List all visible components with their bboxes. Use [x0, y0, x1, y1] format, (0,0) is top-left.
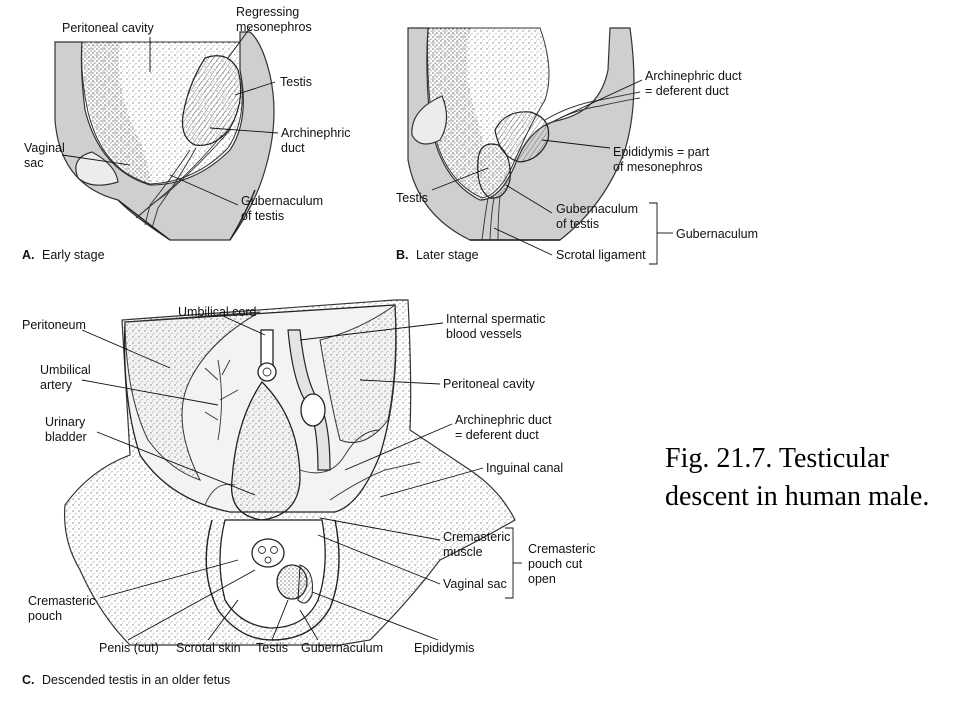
panel-c-caption-text: Descended testis in an older fetus	[42, 673, 230, 687]
label-a-vaginal-sac-2: sac	[24, 156, 43, 170]
panel-c-descended-testis: Umbilical cord Peritoneum Umbilical arte…	[22, 299, 595, 687]
label-c-cremasteric-pouch-cut: Cremasteric	[528, 542, 595, 556]
label-c-cremasteric-pouch-cut-2: pouch cut	[528, 557, 583, 571]
label-c-cremasteric-pouch-cut-3: open	[528, 572, 556, 586]
label-c-testis: Testis	[256, 641, 288, 655]
panel-b-gubernaculum	[481, 197, 489, 241]
label-c-archinephric-duct-2: = deferent duct	[455, 428, 539, 442]
label-c-archinephric-duct: Archinephric duct	[455, 413, 552, 427]
figure-title: Fig. 21.7. Testicular descent in human m…	[665, 443, 930, 512]
panel-c-deferent-duct-left	[204, 483, 236, 506]
panel-c-caption: C. Descended testis in an older fetus	[22, 673, 230, 687]
panel-b-epididymis	[494, 111, 550, 163]
label-c-umbilical-artery: Umbilical	[40, 363, 91, 377]
panel-a-body-wall	[54, 31, 275, 241]
panel-a-vaginal-sac	[75, 151, 119, 186]
label-a-gubernaculum: Gubernaculum	[241, 194, 323, 208]
label-c-peritoneal-cavity: Peritoneal cavity	[443, 377, 535, 391]
label-c-vaginal-sac: Vaginal sac	[443, 577, 507, 591]
panel-b-testis	[477, 143, 511, 199]
label-c-umbilical-cord: Umbilical cord	[178, 305, 257, 319]
label-b-archinephric-duct: Archinephric duct	[645, 69, 742, 83]
panel-c-penis-cut	[251, 538, 285, 568]
panel-c-peritoneal-cavity-region	[319, 304, 397, 443]
label-c-cremasteric-muscle-2: muscle	[443, 545, 483, 559]
label-c-umbilical-artery-2: artery	[40, 378, 73, 392]
label-c-internal-spermatic: Internal spermatic	[446, 312, 545, 326]
label-c-peritoneum: Peritoneum	[22, 318, 86, 332]
label-c-cremasteric-muscle: Cremasteric	[443, 530, 510, 544]
panel-b-caption: B. Later stage	[396, 248, 479, 262]
panel-b-vaginal-bulge	[411, 95, 448, 145]
panel-b-deferent-duct	[544, 91, 641, 121]
label-b-scrotal-ligament: Scrotal ligament	[556, 248, 646, 262]
label-b-gubernaculum-group: Gubernaculum	[676, 227, 758, 241]
panel-a-caption: A. Early stage	[22, 248, 105, 262]
panel-b-wall-shading	[427, 28, 486, 198]
label-b-epididymis: Epididymis = part	[613, 145, 710, 159]
label-c-cremasteric-pouch: Cremasteric	[28, 594, 95, 608]
label-b-epididymis-2: of mesonephros	[613, 160, 703, 174]
label-a-peritoneal-cavity: Peritoneal cavity	[62, 21, 154, 35]
label-c-scrotal-skin: Scrotal skin	[176, 641, 241, 655]
panel-b-caption-letter: B.	[396, 248, 409, 262]
panel-b-gubernaculum-bracket	[649, 202, 658, 265]
panel-c-peritoneum	[124, 311, 261, 481]
panel-b-later-stage: Archinephric duct = deferent duct Epidid…	[396, 27, 758, 265]
panel-c-umbilical-artery	[204, 359, 239, 441]
panel-c-deferent-duct-right	[299, 429, 381, 474]
label-b-testis: Testis	[396, 191, 428, 205]
label-a-vaginal-sac: Vaginal	[24, 141, 65, 155]
label-c-urinary-bladder-2: bladder	[45, 430, 87, 444]
label-b-gubernaculum-of-testis: Gubernaculum	[556, 202, 638, 216]
label-c-urinary-bladder: Urinary	[45, 415, 86, 429]
label-a-gubernaculum-2: of testis	[241, 209, 284, 223]
label-c-internal-spermatic-2: blood vessels	[446, 327, 522, 341]
panel-a-testis-mass	[181, 55, 242, 146]
label-a-archinephric-duct-2: duct	[281, 141, 305, 155]
panel-b-caption-text: Later stage	[416, 248, 479, 262]
label-c-inguinal-canal: Inguinal canal	[486, 461, 563, 475]
panel-c-caption-letter: C.	[22, 673, 35, 687]
label-b-gubernaculum-of-testis-2: of testis	[556, 217, 599, 231]
panel-a-caption-letter: A.	[22, 248, 35, 262]
panel-c-inguinal-canal	[329, 461, 421, 501]
label-a-regressing-mesonephros-2: mesonephros	[236, 20, 312, 34]
label-c-gubernaculum: Gubernaculum	[301, 641, 383, 655]
panel-c-epididymis	[297, 564, 313, 604]
label-c-epididymis: Epididymis	[414, 641, 474, 655]
label-a-testis: Testis	[280, 75, 312, 89]
panel-a-early-stage: Peritoneal cavity Regressing mesonephros…	[22, 5, 350, 262]
panel-a-caption-text: Early stage	[42, 248, 105, 262]
panel-b-body-wall	[407, 27, 635, 241]
label-a-regressing-mesonephros: Regressing	[236, 5, 299, 19]
label-b-archinephric-duct-2: = deferent duct	[645, 84, 729, 98]
panel-a-gubernaculum	[144, 149, 191, 226]
panel-a-wall-shading	[82, 42, 150, 184]
label-c-cremasteric-pouch-2: pouch	[28, 609, 62, 623]
label-c-penis-cut: Penis (cut)	[99, 641, 159, 655]
label-a-archinephric-duct: Archinephric	[281, 126, 350, 140]
